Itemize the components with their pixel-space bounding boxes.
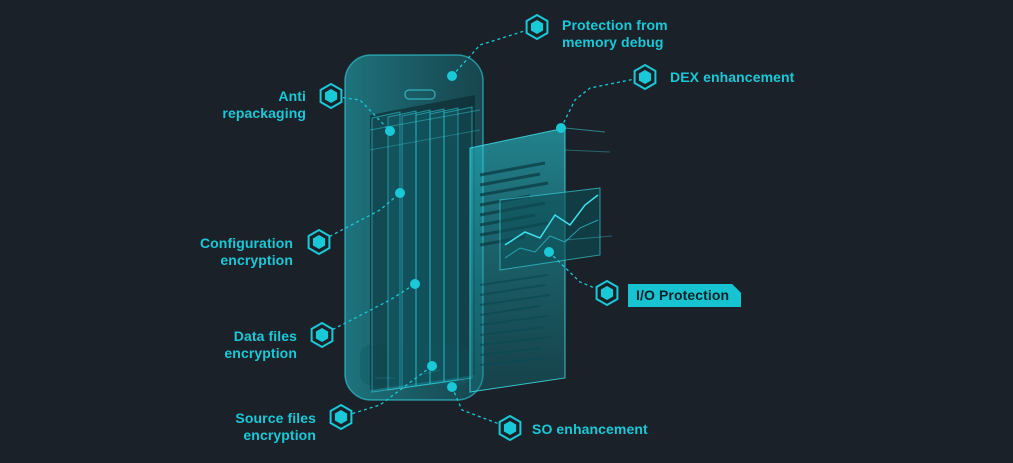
- label-io-protection: I/O Protection: [628, 284, 741, 307]
- hexagon-icon: [633, 63, 657, 91]
- hexagon-icon: [525, 13, 549, 41]
- label-configuration-encryption: Configuration encryption: [199, 235, 293, 268]
- label-anti-repackaging: Anti repackaging: [222, 88, 306, 121]
- hexagon-icon: [319, 82, 343, 110]
- encryption-layers: [369, 95, 481, 393]
- label-data-files-encryption: Data files encryption: [224, 328, 297, 361]
- hexagon-icon: [498, 414, 522, 442]
- anchor-dots: [385, 71, 566, 392]
- hexagon-icon: [595, 279, 619, 307]
- hexagon-icons: [307, 13, 657, 442]
- hexagon-icon: [307, 228, 331, 256]
- label-dex-enhancement: DEX enhancement: [670, 69, 795, 85]
- hexagon-icon: [310, 321, 334, 349]
- label-memory-debug: Protection from memory debug: [562, 17, 668, 50]
- hexagon-icon: [329, 403, 353, 431]
- label-so-enhancement: SO enhancement: [532, 421, 648, 437]
- data-panel: [469, 127, 613, 393]
- label-source-files-encryption: Source files encryption: [235, 410, 316, 443]
